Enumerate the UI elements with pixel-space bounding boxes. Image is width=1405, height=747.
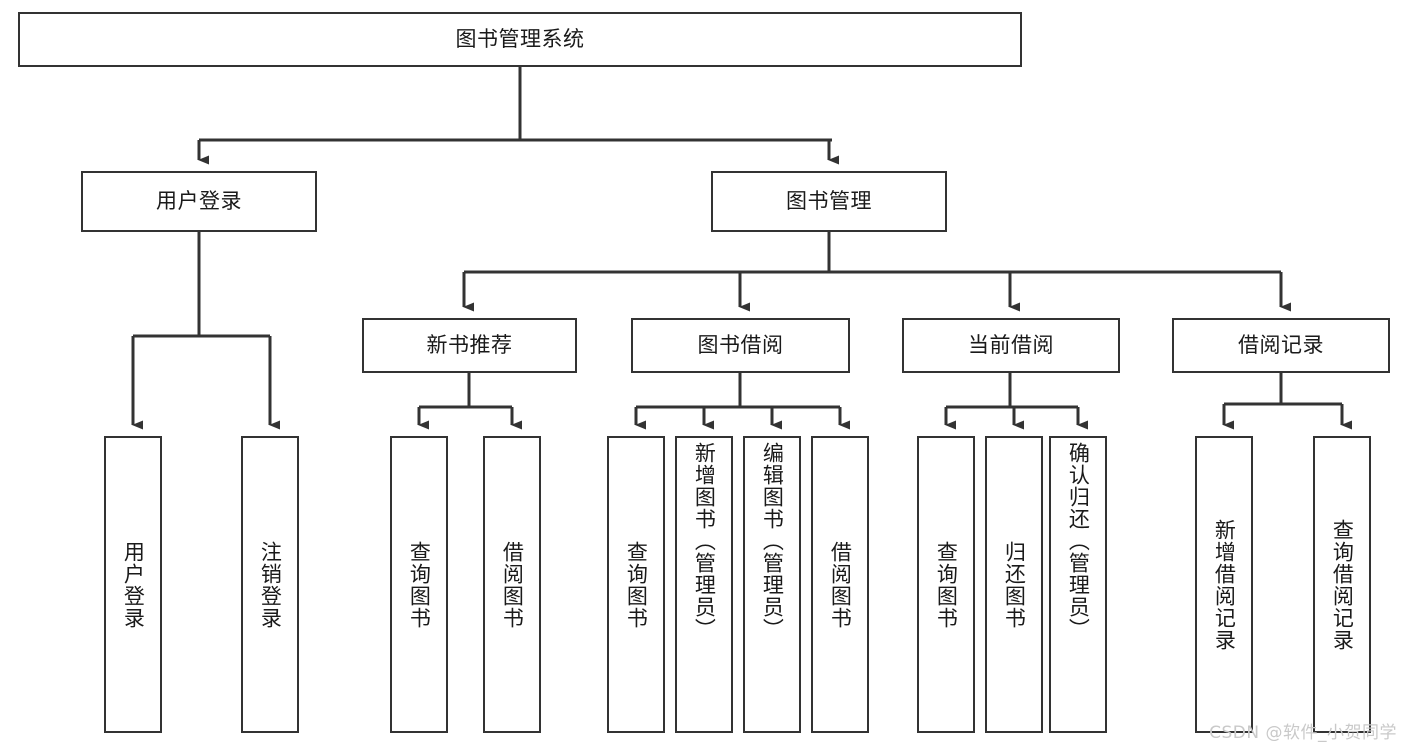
node-leaf-logout-login[interactable]: 注销登录: [241, 436, 299, 733]
node-leaf-query-book-recommend-label: 查询图书: [407, 540, 432, 629]
node-leaf-query-book-borrow-label: 查询图书: [624, 540, 649, 629]
node-current-borrow-label: 当前借阅: [968, 333, 1054, 358]
node-root-label: 图书管理系统: [455, 27, 585, 52]
node-user-login[interactable]: 用户登录: [81, 171, 317, 232]
node-leaf-borrow-book-label: 借阅图书: [828, 540, 853, 629]
node-leaf-query-borrow-record-label: 查询借阅记录: [1330, 518, 1355, 651]
node-leaf-edit-book-admin[interactable]: 编辑图书（管理员）: [743, 436, 801, 733]
node-leaf-logout-login-label: 注销登录: [258, 540, 283, 629]
node-book-borrow-label: 图书借阅: [697, 333, 784, 358]
node-book-management[interactable]: 图书管理: [711, 171, 947, 232]
node-book-borrow[interactable]: 图书借阅: [631, 318, 850, 373]
node-leaf-add-borrow-record-label: 新增借阅记录: [1212, 518, 1237, 651]
node-leaf-query-book-recommend[interactable]: 查询图书: [390, 436, 448, 733]
node-user-login-label: 用户登录: [156, 189, 242, 214]
node-leaf-add-book-admin-label: 新增图书（管理员）: [692, 442, 717, 640]
node-leaf-query-borrow-record[interactable]: 查询借阅记录: [1313, 436, 1371, 733]
node-leaf-add-borrow-record[interactable]: 新增借阅记录: [1195, 436, 1253, 733]
node-leaf-borrow-book[interactable]: 借阅图书: [811, 436, 869, 733]
node-leaf-add-book-admin[interactable]: 新增图书（管理员）: [675, 436, 733, 733]
node-leaf-return-book-label: 归还图书: [1002, 540, 1027, 629]
node-book-management-label: 图书管理: [786, 189, 872, 214]
node-leaf-borrow-book-recommend[interactable]: 借阅图书: [483, 436, 541, 733]
watermark-text: CSDN @软件_小贺同学: [1209, 723, 1397, 743]
node-current-borrow[interactable]: 当前借阅: [902, 318, 1120, 373]
node-root[interactable]: 图书管理系统: [18, 12, 1022, 67]
node-borrow-record-label: 借阅记录: [1238, 333, 1324, 358]
node-leaf-query-book-current[interactable]: 查询图书: [917, 436, 975, 733]
node-leaf-user-login[interactable]: 用户登录: [104, 436, 162, 733]
node-leaf-edit-book-admin-label: 编辑图书（管理员）: [760, 442, 785, 640]
node-leaf-user-login-label: 用户登录: [121, 540, 146, 629]
node-new-book-recommend[interactable]: 新书推荐: [362, 318, 577, 373]
node-new-book-recommend-label: 新书推荐: [426, 333, 513, 358]
node-leaf-confirm-return-admin-label: 确认归还（管理员）: [1066, 442, 1091, 640]
node-leaf-return-book[interactable]: 归还图书: [985, 436, 1043, 733]
node-leaf-borrow-book-recommend-label: 借阅图书: [500, 540, 525, 629]
node-leaf-query-book-borrow[interactable]: 查询图书: [607, 436, 665, 733]
node-leaf-query-book-current-label: 查询图书: [934, 540, 959, 629]
node-leaf-confirm-return-admin[interactable]: 确认归还（管理员）: [1049, 436, 1107, 733]
node-borrow-record[interactable]: 借阅记录: [1172, 318, 1390, 373]
